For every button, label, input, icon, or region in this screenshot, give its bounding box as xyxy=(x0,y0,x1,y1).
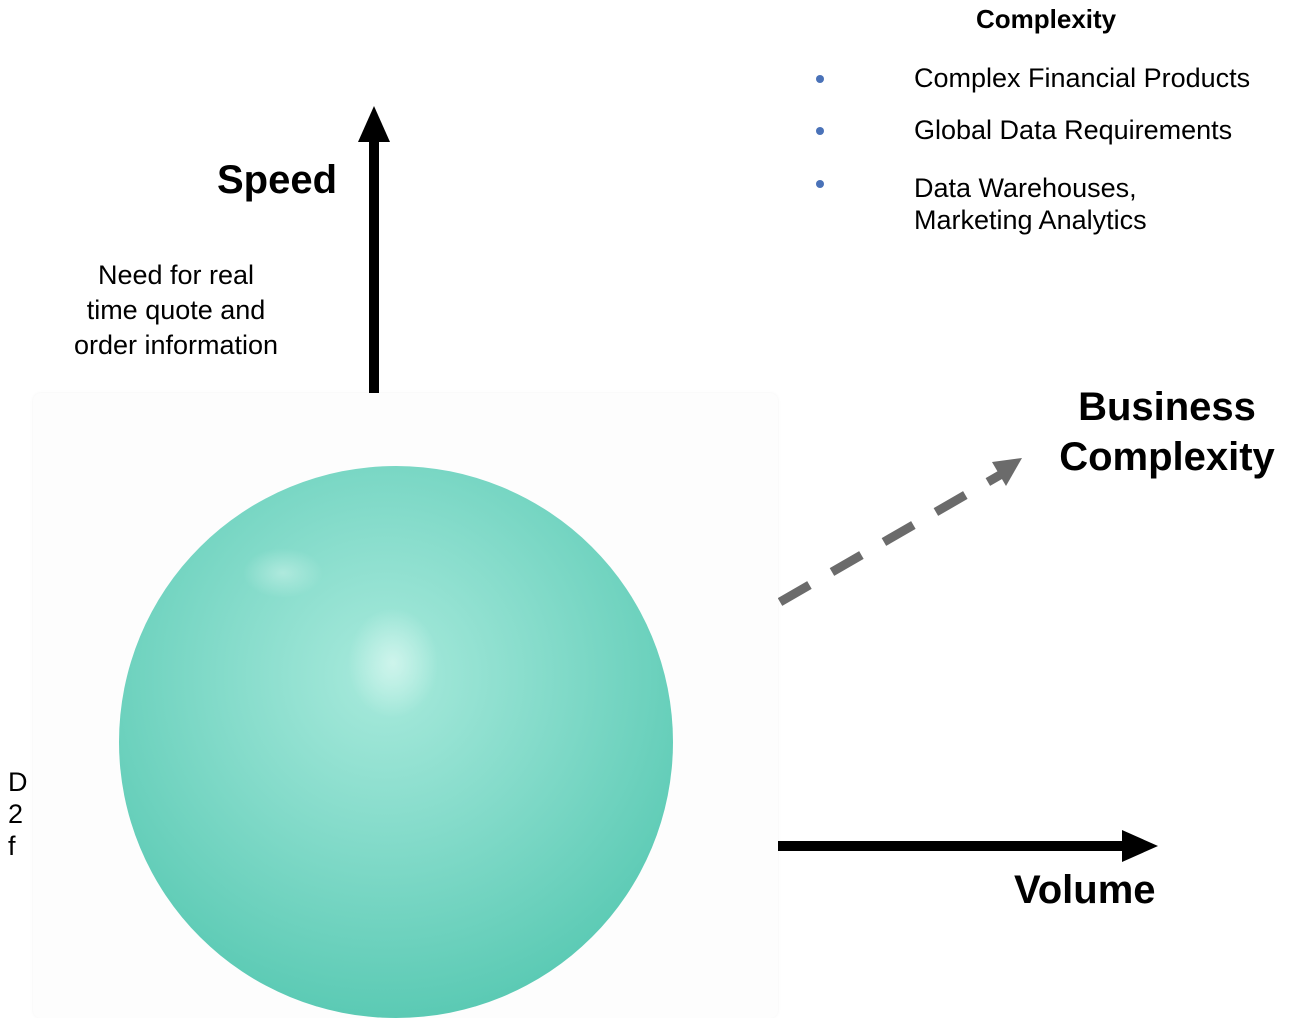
bullet-icon xyxy=(816,127,824,135)
speed-note: Need for real time quote and order infor… xyxy=(73,260,279,360)
sphere-panel xyxy=(33,393,778,1018)
volume-label: Volume xyxy=(1014,868,1156,912)
complexity-item: Data Warehouses, Marketing Analytics xyxy=(914,173,1147,235)
bullet-icon xyxy=(816,75,824,83)
clipped-note: D 2 f xyxy=(8,766,48,862)
speed-label: Speed xyxy=(217,158,338,202)
business-complexity-label: Business Complexity xyxy=(1059,385,1275,479)
business-complexity-arrow xyxy=(777,458,1022,606)
sphere-highlight-2 xyxy=(243,548,323,598)
speed-arrow xyxy=(358,106,390,393)
complexity-heading: Complexity xyxy=(976,4,1117,34)
complexity-item: Global Data Requirements xyxy=(914,115,1233,145)
clipped-note-text: D 2 f xyxy=(8,767,28,861)
sphere-highlight xyxy=(348,608,438,718)
volume-arrow xyxy=(778,830,1158,862)
sphere xyxy=(119,466,673,1018)
bullet-icon xyxy=(816,180,824,188)
complexity-item: Complex Financial Products xyxy=(914,63,1251,93)
sphere-image xyxy=(119,466,673,1018)
